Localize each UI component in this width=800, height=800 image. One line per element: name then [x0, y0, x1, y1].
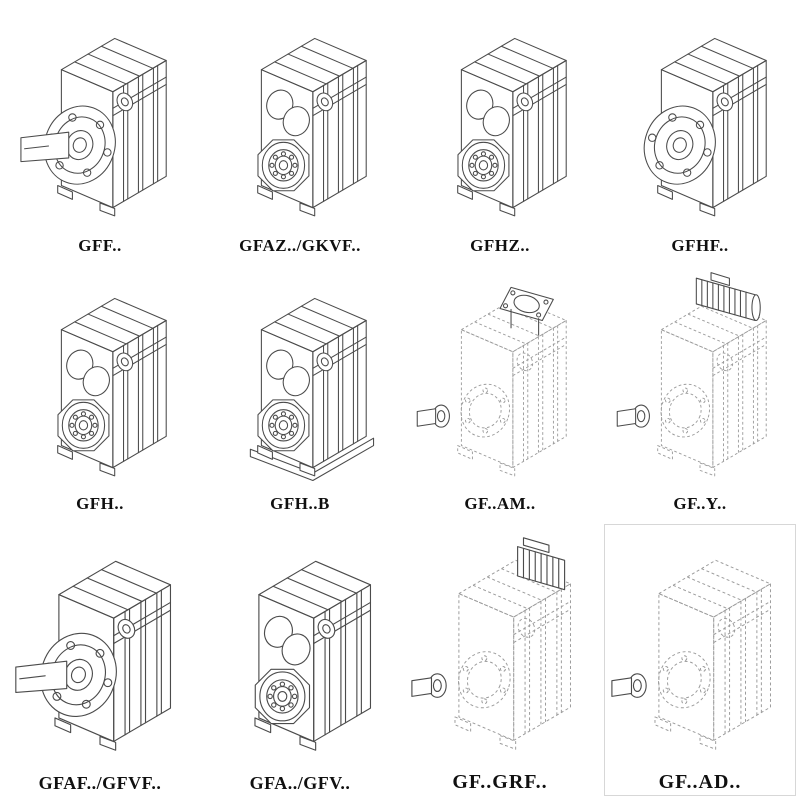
flange-gearbox-drawing	[600, 0, 800, 234]
flange-gearbox-drawing	[0, 520, 200, 771]
model-label: GFA../GFV..	[249, 773, 351, 793]
cell-gfa-gfv: GFA../GFV..	[200, 520, 400, 800]
model-label: GFAZ../GKVF..	[239, 236, 361, 255]
model-label: GFH..	[76, 494, 124, 513]
phantom-gearbox-top-flange-drawing	[400, 262, 600, 492]
model-label: GFHF..	[671, 236, 729, 255]
foot-mounted-gearbox-drawing	[200, 262, 400, 492]
shaft-mounted-gearbox-drawing	[200, 0, 400, 234]
model-label: GFF..	[78, 236, 122, 255]
shaft-mounted-gearbox-drawing	[200, 520, 400, 771]
model-label: GFHZ..	[470, 236, 530, 255]
model-label: GF..GRF..	[452, 771, 548, 793]
flange-gearbox-drawing	[0, 0, 200, 234]
cell-gfh-b: GFH..B	[200, 262, 400, 520]
cell-gfhf: GFHF..	[600, 0, 800, 262]
phantom-gearbox-with-adapter-drawing	[400, 520, 600, 769]
cell-gf-am: GF..AM..	[400, 262, 600, 520]
cell-gf-grf: GF..GRF..	[400, 520, 600, 800]
cell-gff: GFF..	[0, 0, 200, 262]
shaft-mounted-gearbox-drawing	[400, 0, 600, 234]
model-label: GF..Y..	[673, 494, 727, 513]
model-label: GF..AM..	[464, 494, 536, 513]
cell-gfh: GFH..	[0, 262, 200, 520]
phantom-gearbox-drawing	[600, 520, 800, 769]
cell-gfhz: GFHZ..	[400, 0, 600, 262]
cell-gf-y: GF..Y..	[600, 262, 800, 520]
shaft-mounted-gearbox-drawing	[0, 262, 200, 492]
cell-gf-ad: GF..AD..	[600, 520, 800, 800]
model-label: GFAF../GFVF..	[38, 773, 162, 793]
model-label: GF..AD..	[658, 771, 742, 793]
phantom-gearbox-with-motor-drawing	[600, 262, 800, 492]
cell-gfaz-gkvf: GFAZ../GKVF..	[200, 0, 400, 262]
cell-gfaf-gfvf: GFAF../GFVF..	[0, 520, 200, 800]
model-label: GFH..B	[270, 494, 330, 513]
